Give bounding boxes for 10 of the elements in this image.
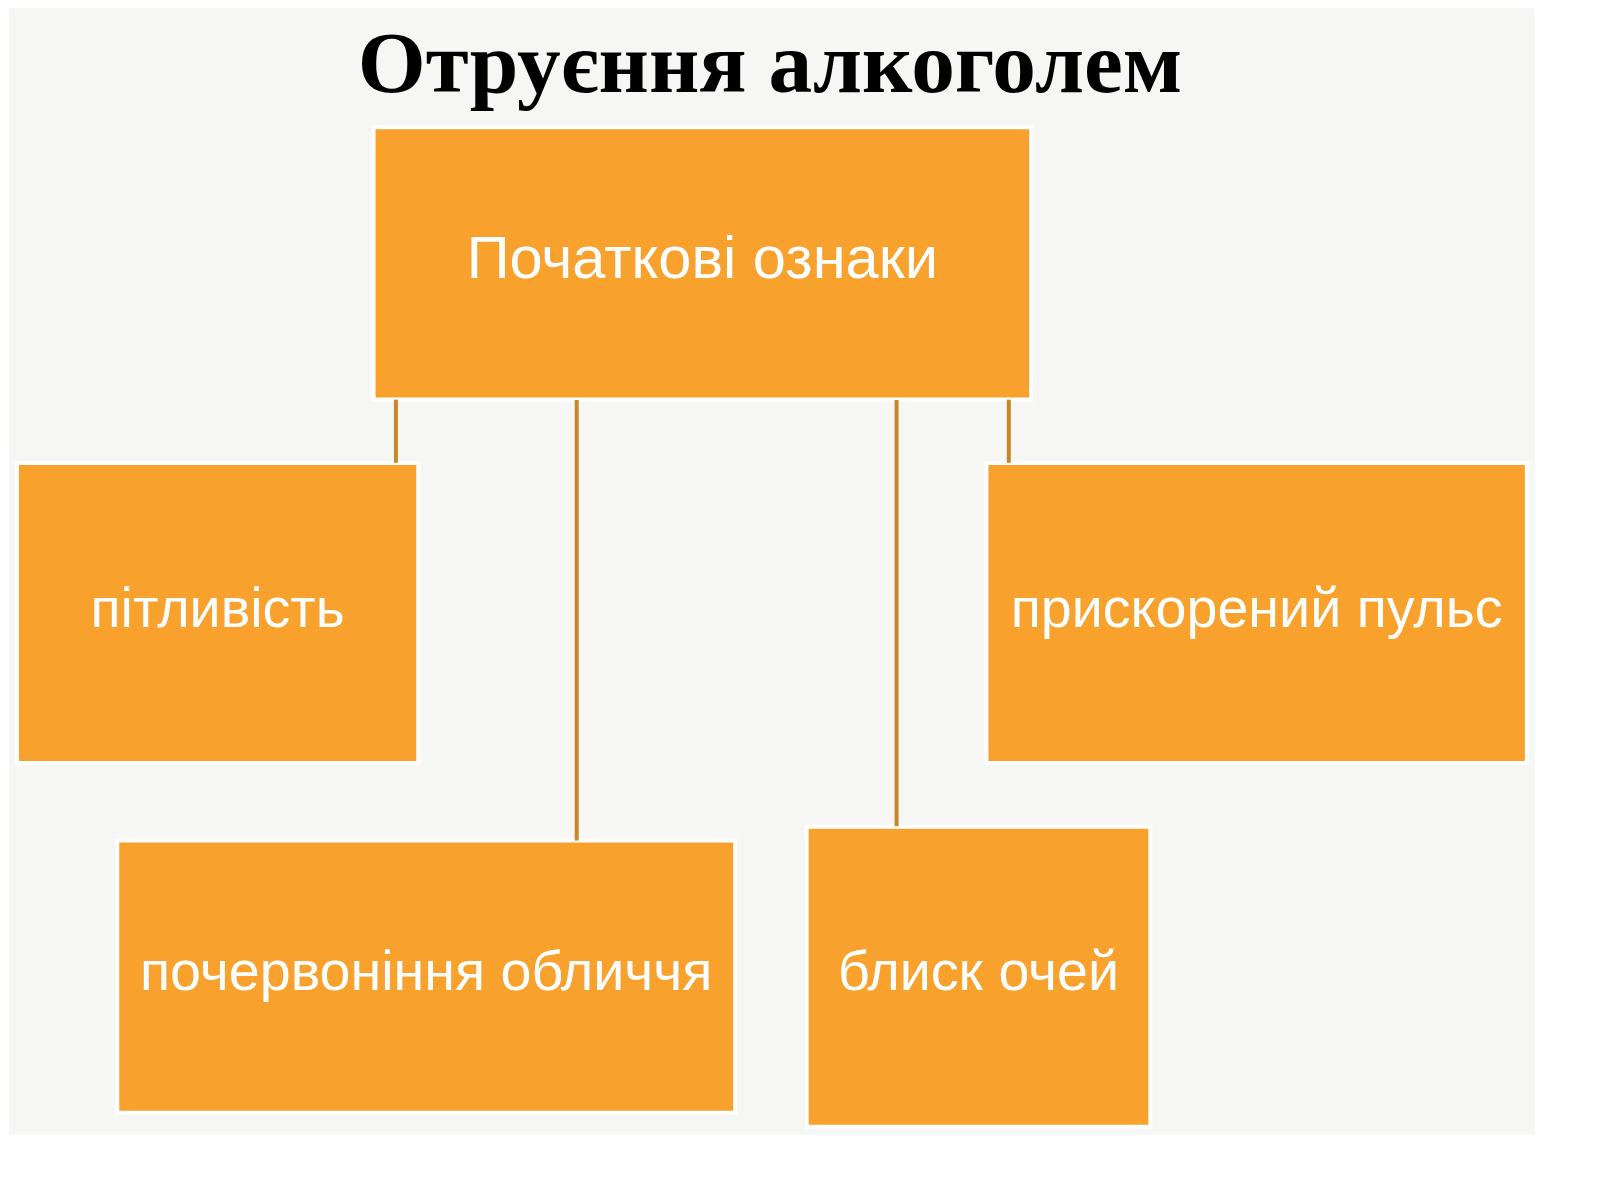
- node-box: блиск очей: [804, 824, 1152, 1129]
- connector: [574, 400, 579, 841]
- node-box: прискорений пульс: [983, 461, 1529, 766]
- node-box: пітливість: [14, 461, 420, 766]
- connector: [393, 399, 398, 463]
- node-box: почервоніння обличчя: [114, 838, 737, 1115]
- connector: [1006, 399, 1011, 463]
- diagram-title: Отруєння алкоголем: [357, 14, 1182, 111]
- connector: [894, 400, 899, 827]
- node-box: Початкові ознаки: [371, 125, 1033, 402]
